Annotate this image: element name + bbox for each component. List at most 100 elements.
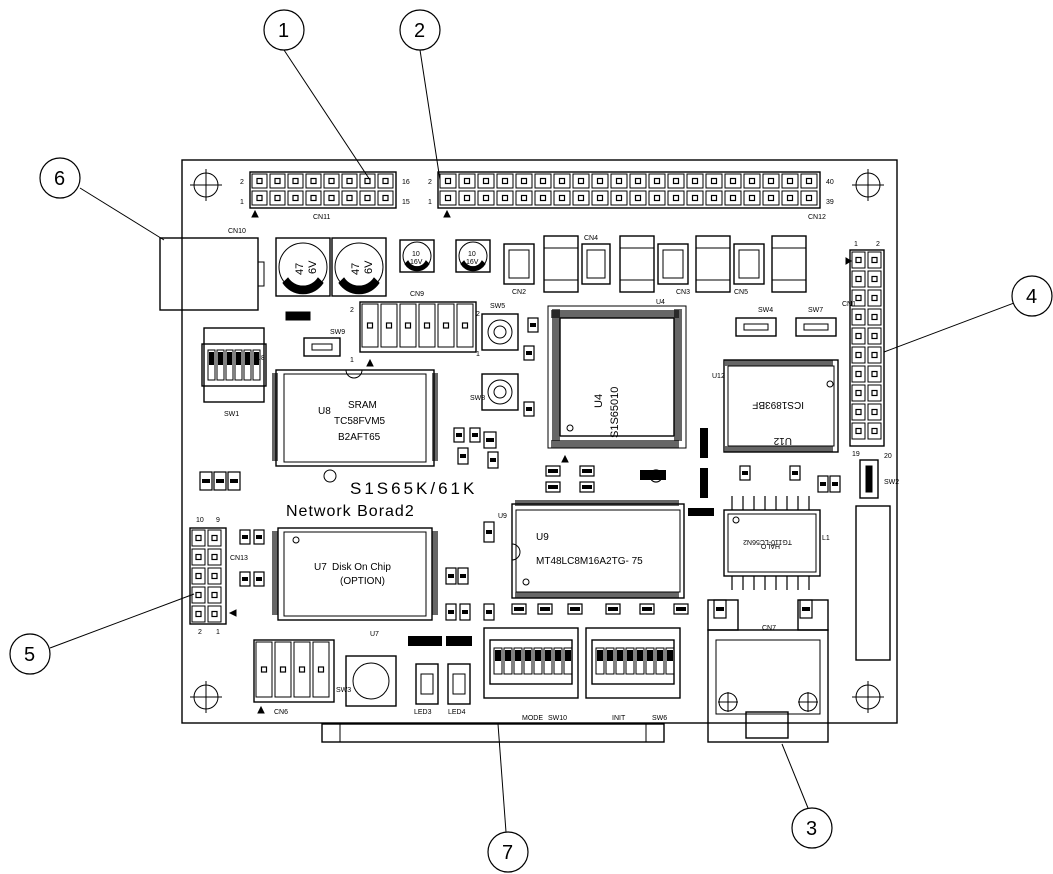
pin-cell: [851, 422, 866, 440]
u7-chip-label: U7: [314, 562, 327, 573]
cn5-connector: CN5: [733, 243, 765, 296]
pin-cell: [867, 346, 882, 364]
callout-7: 7: [487, 831, 529, 873]
pin-pad: [748, 194, 756, 202]
capacitor-small-2: 10 16V: [455, 239, 491, 273]
cn11-label: CN11: [313, 214, 330, 221]
sw10-dip-switch: MODE SW10: [483, 627, 579, 722]
sw9-label: SW9: [330, 329, 345, 336]
smd-body: [486, 438, 494, 442]
pin-pad: [855, 313, 862, 321]
cn1-pin-label: 20: [884, 453, 892, 460]
pin-pad: [871, 313, 878, 321]
pin-pad: [404, 322, 412, 329]
pin-cell: [341, 173, 358, 189]
pin-pad: [871, 275, 878, 283]
pin-pad: [710, 194, 718, 202]
pin-cell: [629, 173, 647, 189]
pin-pad: [558, 194, 566, 202]
dip-key: [553, 647, 563, 675]
mount-hole-icon: [852, 169, 884, 201]
smd-part: [545, 481, 561, 493]
cn2-label: CN2: [512, 289, 526, 296]
pin-pad: [211, 610, 218, 618]
dip-key: [207, 349, 216, 381]
cn11-pin-label: 16: [402, 179, 410, 186]
cap-voltage: 6V: [307, 260, 319, 274]
dip-knob: [245, 352, 250, 365]
pin-cell: [341, 190, 358, 206]
u8-part: TC58FVM5: [334, 416, 386, 427]
pin-pad: [855, 351, 862, 359]
cn1-header: 1 2 19 20 CN1: [842, 241, 892, 460]
cn9-pin-label: 2: [350, 307, 354, 314]
pin-pad: [855, 256, 862, 264]
sw3-push-button: SW3: [336, 655, 397, 707]
pin-pad: [482, 194, 490, 202]
cap-small-voltage: 16V: [466, 259, 479, 266]
pin-pad: [871, 408, 878, 416]
u12-chip: U12 ICS1893BF U12: [712, 359, 839, 453]
pin-pad: [748, 177, 756, 185]
dip-key: [563, 647, 573, 675]
smd-body: [570, 607, 580, 611]
pin-cell: [251, 173, 268, 189]
pin-pad: [615, 177, 623, 185]
resistor-array: [640, 470, 666, 480]
pin-pad: [382, 194, 389, 202]
pin-cell: [287, 173, 304, 189]
pin-cell: [724, 190, 742, 206]
smd-part: [673, 603, 689, 615]
pin-cell: [667, 190, 685, 206]
smd-part: [459, 603, 471, 621]
u7-label: U7: [370, 631, 379, 638]
cn13-header: 10 9 2 1 CN13: [189, 517, 248, 636]
pin-pad: [653, 194, 661, 202]
sw2-switch: SW2: [859, 459, 899, 499]
pin-cell: [269, 173, 286, 189]
smd-components: [199, 317, 841, 646]
pin-cell: [648, 190, 666, 206]
dip-key: [216, 349, 225, 381]
pin-pad: [501, 194, 509, 202]
pin-pad: [871, 351, 878, 359]
callout-6: 6: [39, 157, 81, 199]
smd-part: [639, 603, 655, 615]
cn13-pin-label: 10: [196, 517, 204, 524]
pin-pad: [501, 177, 509, 185]
pin-pad: [328, 194, 335, 202]
sw9-switch: SW9: [303, 329, 345, 357]
smd-body: [448, 610, 454, 614]
pin-cell: [705, 173, 723, 189]
pin-cell: [851, 270, 866, 288]
pin-cell: [667, 173, 685, 189]
sw10-label: SW10: [548, 715, 567, 722]
pin-cell: [743, 190, 761, 206]
mount-hole-icon: [852, 681, 884, 713]
pin-cell: [867, 384, 882, 402]
pin-pad: [256, 194, 263, 202]
smd-body: [742, 471, 748, 475]
smd-body: [716, 607, 724, 611]
pin-pad: [767, 194, 775, 202]
cap-voltage: 6V: [363, 260, 375, 274]
dip-key: [595, 647, 605, 675]
sw3-label: SW3: [336, 687, 351, 694]
resistor-pack: [285, 311, 311, 321]
pin-pad: [767, 177, 775, 185]
pin-cell: [477, 173, 495, 189]
pin-pad: [461, 322, 469, 329]
smd-body: [530, 323, 536, 327]
pin-pad: [871, 256, 878, 264]
dip-knob: [597, 650, 603, 661]
sw6-label: SW6: [652, 715, 667, 722]
dip-key: [533, 647, 543, 675]
pin-cell: [207, 548, 222, 566]
pin-cell: [377, 173, 394, 189]
smd-part: [829, 475, 841, 493]
smd-body: [462, 610, 468, 614]
sw8-label: SW8: [470, 395, 485, 402]
pin-cell: [629, 190, 647, 206]
pin-cell: [287, 190, 304, 206]
pin-pad: [871, 294, 878, 302]
